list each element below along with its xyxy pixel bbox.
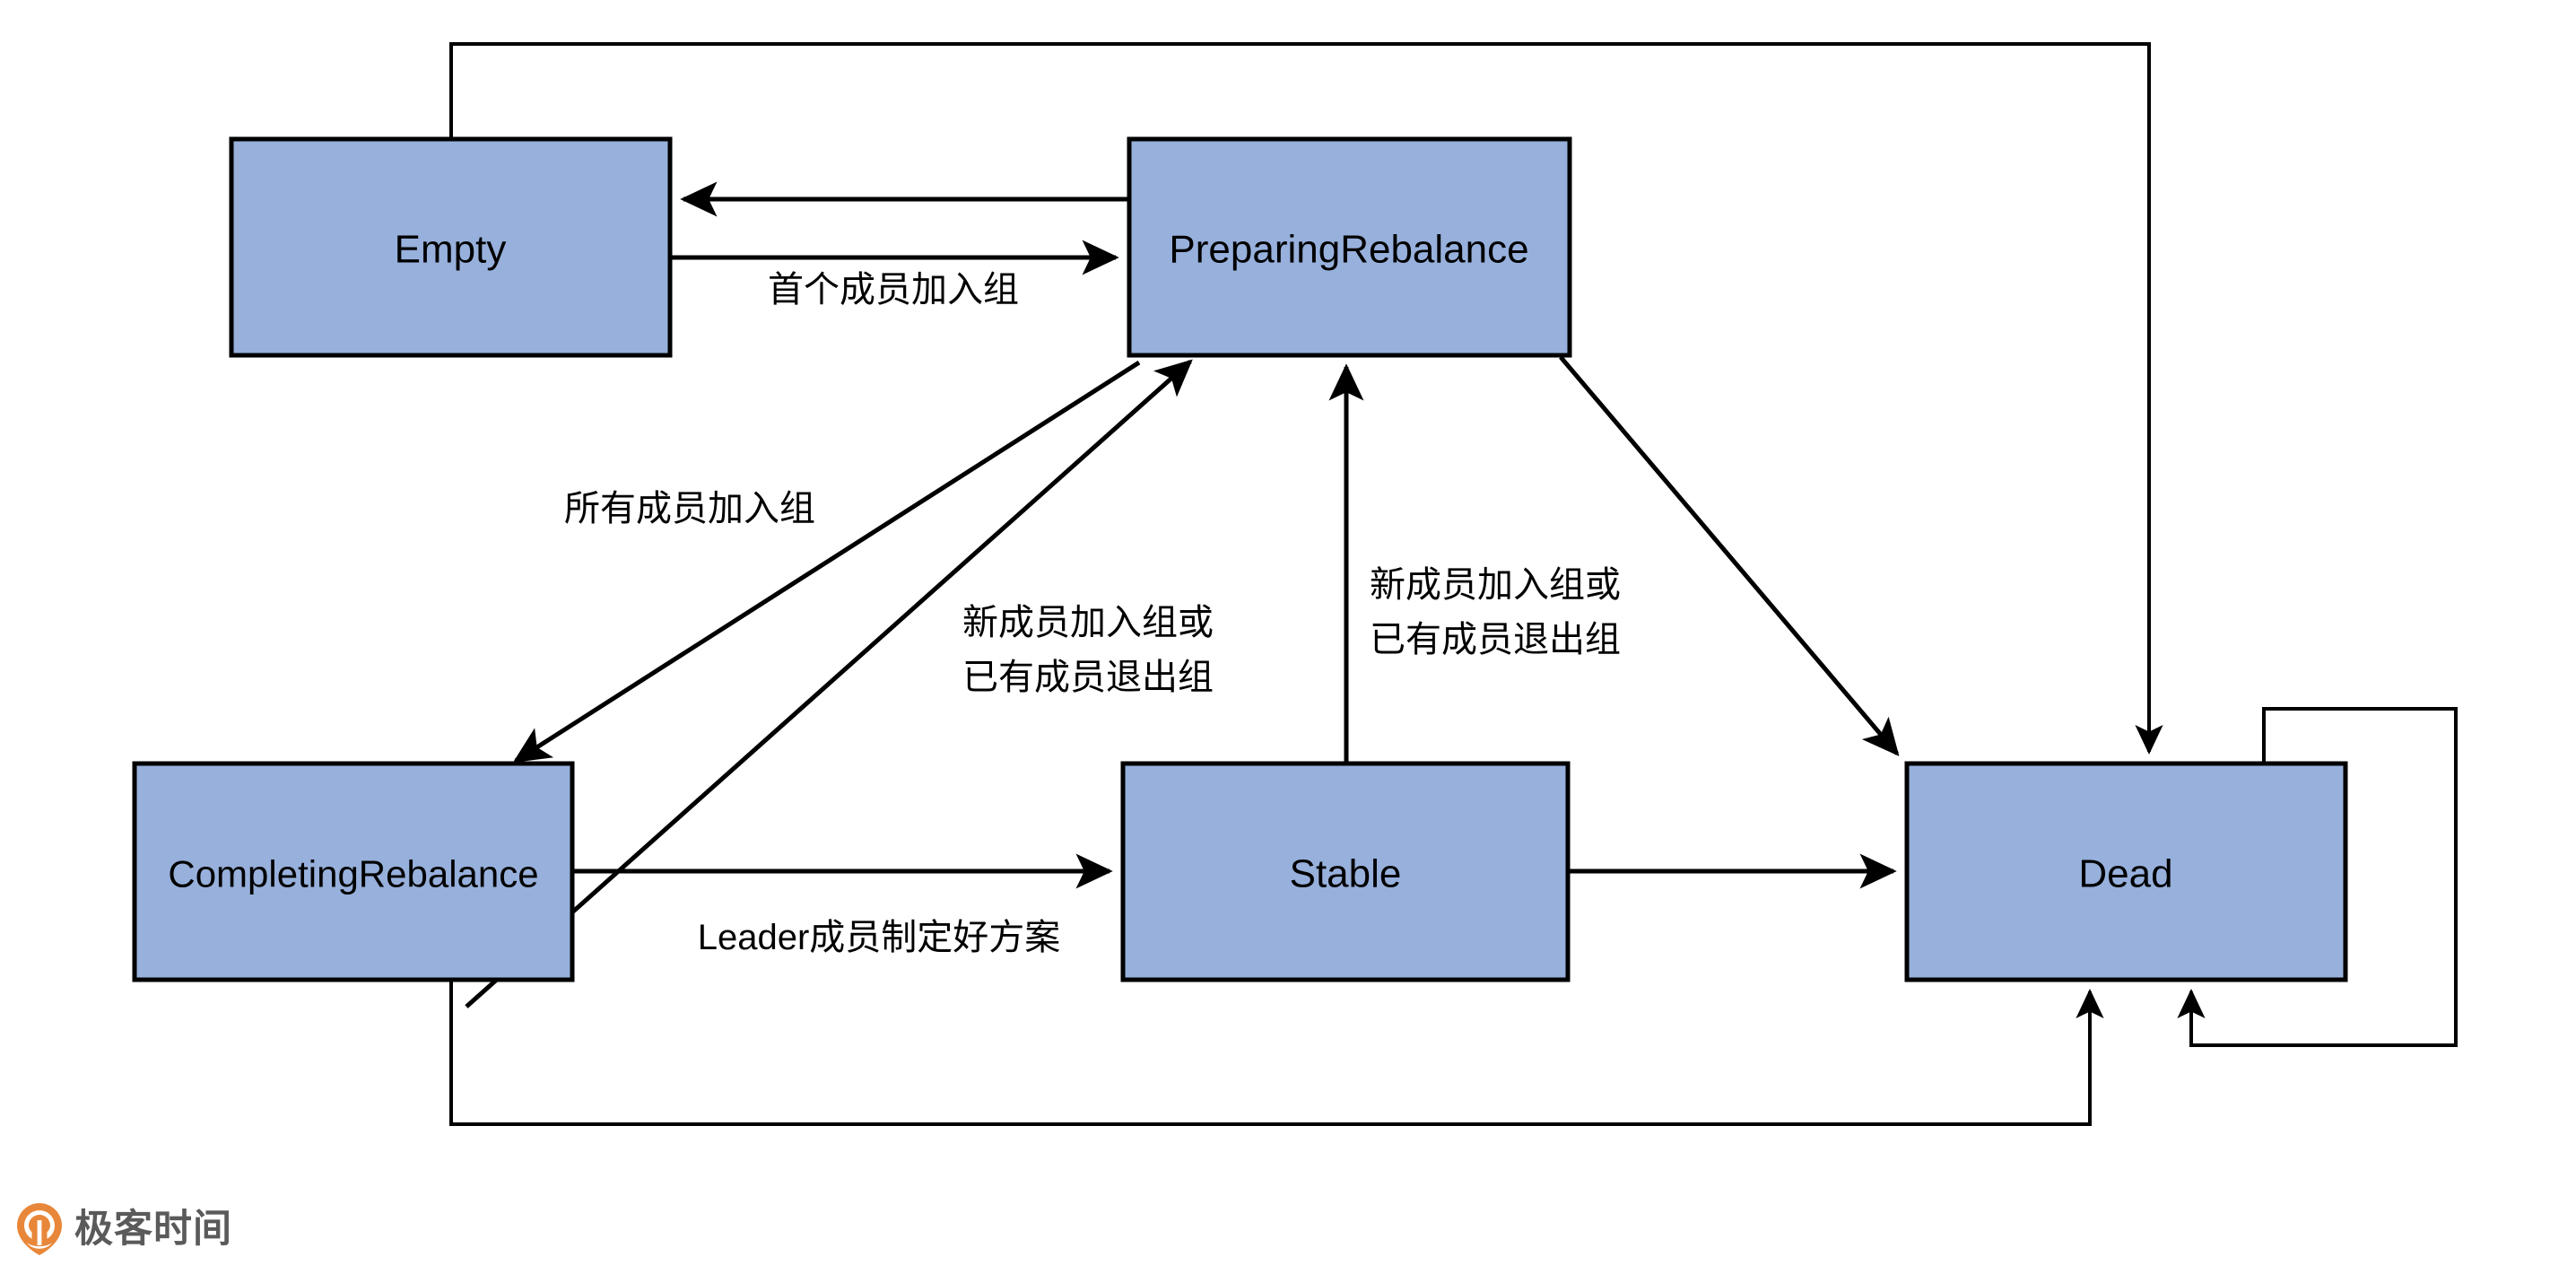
edge-label-completing-to-preparing-line1: 新成员加入组或 (962, 603, 1214, 642)
node-stable-label: Stable (1290, 852, 1402, 896)
edge-label-completing-to-preparing-line2: 已有成员退出组 (962, 658, 1214, 697)
edge-completing-to-preparing[interactable] (465, 359, 1193, 1008)
watermark: 极客时间 (16, 1202, 232, 1256)
node-empty-label: Empty (395, 228, 507, 272)
edges-layer (449, 42, 2458, 1126)
node-completing-rebalance[interactable]: CompletingRebalance (132, 761, 575, 982)
edge-preparing-to-completing[interactable] (512, 360, 1141, 764)
edge-label-empty-to-preparing: 首个成员加入组 (768, 270, 1019, 310)
edge-empty-to-dead[interactable] (449, 42, 2163, 755)
geektime-pin-logo-icon (16, 1202, 63, 1256)
edge-dead-self-loop[interactable] (2177, 707, 2458, 1047)
node-preparing-rebalance-label: PreparingRebalance (1169, 228, 1528, 272)
edge-label-stable-to-preparing-line1: 新成员加入组或 (1370, 565, 1621, 605)
edge-completing-to-dead[interactable] (449, 980, 2104, 1126)
edge-labels-layer: 首个成员加入组 所有成员加入组 新成员加入组或 已有成员退出组 新成员加入组或 … (564, 270, 1621, 957)
edge-label-completing-to-stable: Leader成员制定好方案 (698, 918, 1061, 957)
edge-label-preparing-to-completing: 所有成员加入组 (564, 489, 815, 528)
edge-label-stable-to-preparing-line2: 已有成员退出组 (1370, 620, 1621, 659)
node-completing-rebalance-label: CompletingRebalance (168, 853, 538, 895)
watermark-text: 极客时间 (74, 1206, 232, 1252)
node-dead-label: Dead (2078, 852, 2172, 896)
node-dead[interactable]: Dead (1904, 761, 2348, 982)
node-preparing-rebalance[interactable]: PreparingRebalance (1127, 136, 1572, 358)
edge-preparing-to-dead[interactable] (1559, 355, 1900, 756)
node-stable[interactable]: Stable (1120, 761, 1571, 982)
node-empty[interactable]: Empty (229, 136, 673, 358)
nodes-layer: Empty PreparingRebalance CompletingRebal… (132, 136, 2348, 982)
